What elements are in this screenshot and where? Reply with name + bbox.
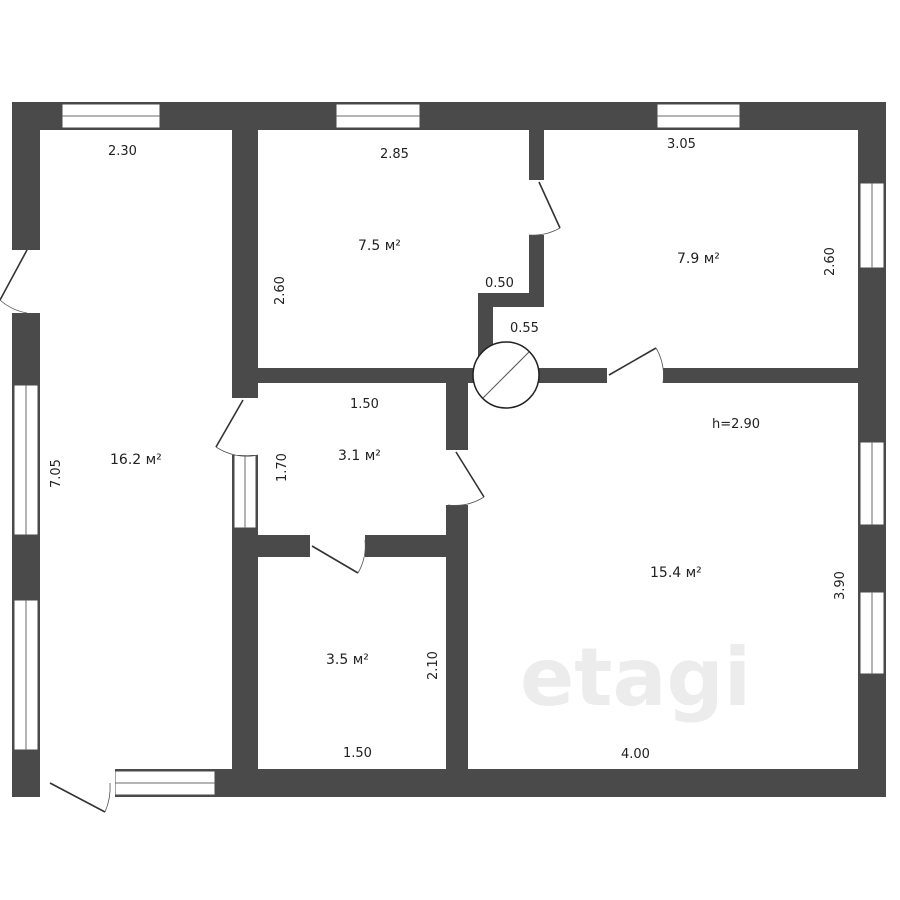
dimension: 1.50 — [343, 746, 372, 761]
dimension: 2.60 — [823, 247, 838, 276]
walls — [12, 102, 886, 797]
dimension: 1.70 — [275, 453, 290, 482]
dimension: 0.50 — [485, 276, 514, 291]
room-area: 15.4 м² — [650, 565, 702, 581]
ceiling-height: h=2.90 — [712, 417, 760, 432]
windows — [13, 103, 885, 796]
room-area: 16.2 м² — [110, 452, 162, 468]
dimension: 2.30 — [108, 144, 137, 159]
dimension: 3.05 — [667, 137, 696, 152]
room-area: 7.9 м² — [677, 251, 720, 267]
dimension: 7.05 — [49, 459, 64, 488]
dimension: 1.50 — [350, 397, 379, 412]
dimension: 2.10 — [426, 651, 441, 680]
room-area: 7.5 м² — [358, 238, 401, 254]
labels: 16.2 м² 2.30 7.05 7.5 м² 2.85 2.60 0.50 … — [49, 137, 848, 762]
room-area: 3.5 м² — [326, 652, 369, 668]
watermark: etagi — [520, 631, 751, 724]
dimension: 2.85 — [380, 147, 409, 162]
shaft-dimension: 0.55 — [510, 321, 539, 336]
dimension: 4.00 — [621, 747, 650, 762]
room-area: 3.1 м² — [338, 448, 381, 464]
doors — [0, 180, 664, 813]
ventilation-shaft — [472, 341, 540, 409]
dimension: 2.60 — [273, 276, 288, 305]
dimension: 3.90 — [833, 571, 848, 600]
